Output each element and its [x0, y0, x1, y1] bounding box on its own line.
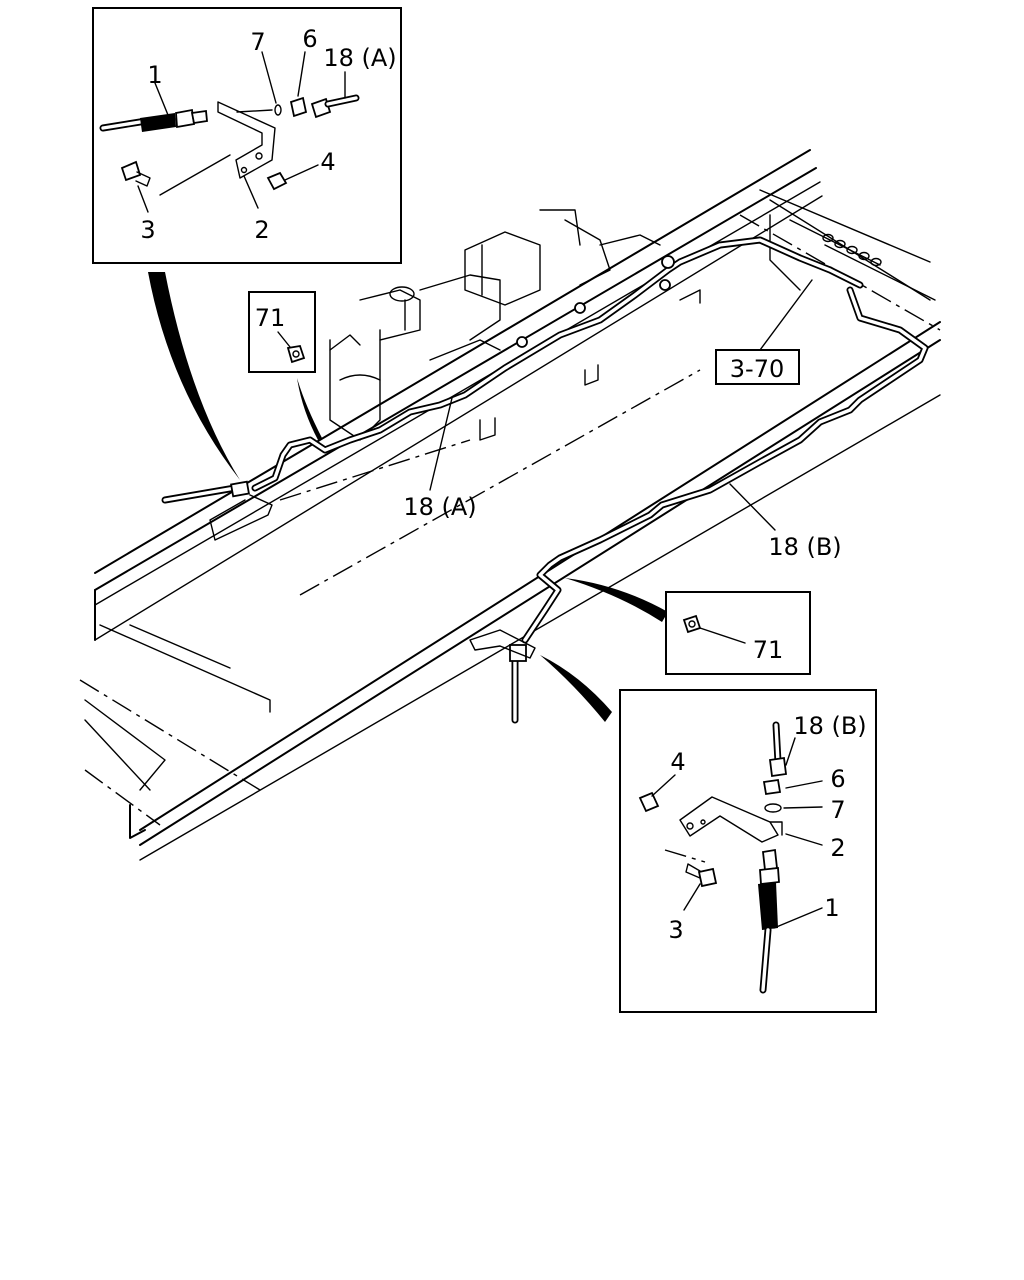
label-6b: 6: [830, 765, 845, 793]
label-18b: 18 (B): [793, 712, 866, 740]
pipe-clip: [659, 279, 671, 291]
detail-b-box: 18 (B) 6 7 2 1 4 3: [619, 689, 877, 1013]
label-71-lower: 71: [753, 636, 784, 664]
label-18a: 18 (A): [323, 44, 396, 72]
label-3: 3: [140, 216, 155, 244]
clip-upper-arrow: [297, 378, 322, 440]
label-7b: 7: [830, 796, 845, 824]
pipe-clip: [574, 302, 586, 314]
label-7: 7: [250, 28, 265, 56]
clip-71-upper-box: 71: [248, 291, 316, 373]
label-main-18a: 18 (A): [403, 493, 476, 521]
label-4: 4: [320, 148, 335, 176]
main-hose-rear: [469, 629, 536, 724]
leader-18b: [729, 483, 776, 531]
leader-18a: [429, 397, 453, 491]
label-1b: 1: [824, 894, 839, 922]
detail-b-arrow: [540, 655, 612, 722]
brake-pipe-18a: [251, 236, 864, 492]
label-main-18b: 18 (B): [768, 533, 841, 561]
detail-a-arrow: [148, 272, 240, 480]
ref-3-70: 3-70: [715, 279, 813, 385]
label-4b: 4: [670, 748, 685, 776]
detail-a-box: 1 7 6 18 (A) 4 3 2: [92, 7, 402, 264]
clip-lower-arrow: [565, 578, 668, 622]
label-1: 1: [147, 61, 162, 89]
pipe-clip: [516, 336, 528, 348]
main-hose-front: [161, 480, 273, 541]
clip-71-lower-box: 71: [665, 591, 811, 675]
label-3b: 3: [668, 916, 683, 944]
label-3-70: 3-70: [730, 355, 784, 383]
label-2: 2: [254, 216, 269, 244]
brake-pipe-18b: [521, 286, 929, 644]
label-71-upper: 71: [255, 304, 286, 332]
label-2b: 2: [830, 834, 845, 862]
label-6: 6: [302, 25, 317, 53]
frame-holes: [822, 233, 882, 267]
pipe-clip: [661, 255, 675, 269]
